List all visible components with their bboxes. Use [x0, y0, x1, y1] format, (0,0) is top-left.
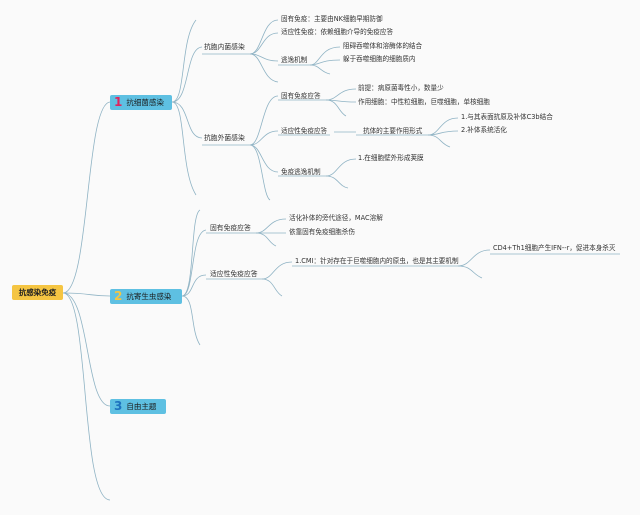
node-parasite-adaptive[interactable]: 适应性免疫应答 [210, 270, 258, 278]
topic-bacteria[interactable]: 1 抗细菌感染 [110, 95, 172, 110]
node-parasite-innate[interactable]: 固有免疫应答 [210, 224, 251, 232]
node-capsule[interactable]: 1.在细胞壁外形成荚膜 [358, 154, 424, 162]
node-escape-item-2[interactable]: 躲于吞噬细胞的细胞质内 [343, 55, 416, 63]
node-antibody-mechanism[interactable]: 抗体的主要作用形式 [363, 127, 423, 135]
topic-parasite[interactable]: 2 抗寄生虫感染 [110, 289, 182, 304]
node-escape-item-1[interactable]: 阻碍吞噬体和溶酶体的结合 [343, 42, 423, 50]
node-extracellular-innate[interactable]: 固有免疫应答 [281, 92, 321, 100]
topic-number: 1 [114, 95, 123, 109]
node-extracellular-escape[interactable]: 免疫逃逸机制 [281, 168, 321, 176]
node-intracellular-innate[interactable]: 固有免疫：主要由NK细胞早期防御 [281, 15, 383, 23]
node-antibody-item-1[interactable]: 1.与其表面抗原及补体C3b结合 [461, 113, 553, 121]
root-topic[interactable]: 抗感染免疫 [12, 285, 63, 300]
node-intracellular-adaptive[interactable]: 适应性免疫：依赖细胞介导的免疫应答 [281, 28, 394, 36]
topic-number: 2 [114, 289, 123, 303]
node-innate-item-1[interactable]: 前提：病原菌毒性小，数量少 [358, 84, 444, 92]
node-extracellular[interactable]: 抗胞外菌感染 [204, 134, 245, 142]
node-intracellular-escape[interactable]: 逃逸机制 [281, 56, 308, 64]
node-antibody-item-2[interactable]: 2.补体系统活化 [461, 126, 507, 134]
node-extracellular-adaptive[interactable]: 适应性免疫应答 [281, 127, 328, 135]
topic-label: 自由主题 [126, 402, 157, 411]
topic-free[interactable]: 3 自由主题 [110, 399, 166, 414]
node-parasite-innate-item-2[interactable]: 依靠固有免疫细胞杀伤 [289, 228, 355, 236]
node-innate-item-2[interactable]: 作用细胞：中性粒细胞，巨噬细胞，单核细胞 [358, 98, 490, 106]
topic-number: 3 [114, 399, 123, 413]
node-parasite-cd4[interactable]: CD4+Th1细胞产生IFN--r，促进本身杀灭 [493, 244, 616, 252]
topic-label: 抗细菌感染 [126, 98, 164, 107]
topic-label: 抗寄生虫感染 [126, 292, 172, 301]
node-intracellular[interactable]: 抗胞内菌感染 [204, 43, 245, 51]
node-parasite-cmi[interactable]: 1.CMI：针对存在于巨噬细胞内的原虫，也是其主要机制 [295, 257, 459, 265]
node-parasite-innate-item-1[interactable]: 活化补体的旁代途径，MAC溶解 [289, 214, 383, 222]
